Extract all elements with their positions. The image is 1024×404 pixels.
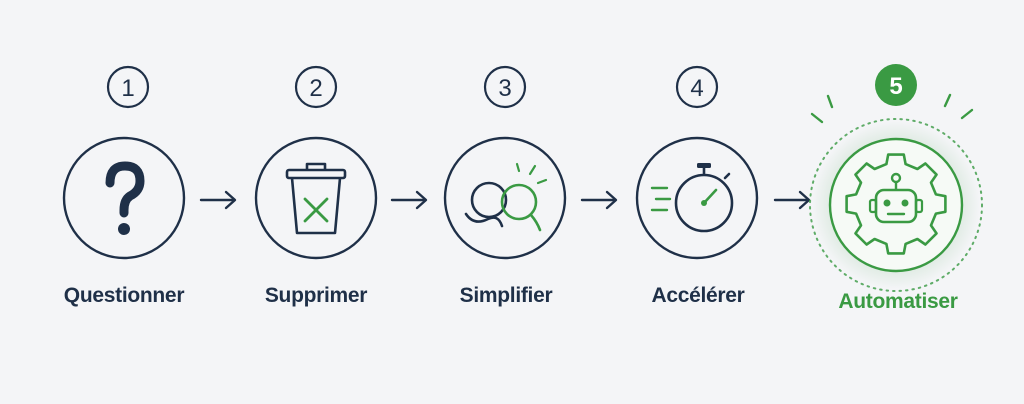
robot-gear-icon: [845, 153, 947, 255]
step-5-label: Automatiser: [838, 290, 958, 313]
arrow-right-icon: [199, 190, 237, 210]
step-3-circle: [443, 136, 567, 260]
step-5: 5: [809, 64, 983, 292]
step-4-number: 4: [690, 75, 703, 102]
step-3-number-badge: [483, 65, 527, 109]
arrow-right-icon: [773, 190, 811, 210]
stopwatch-speed-icon: [650, 163, 734, 233]
step-1-number-badge: [106, 65, 150, 109]
step-3-label: Simplifier: [459, 284, 553, 307]
step-4-circle: [635, 136, 759, 260]
step-4-label: Accélérer: [651, 284, 745, 307]
arrow-right-icon: [390, 190, 428, 210]
step-5-dotted-ring: [809, 118, 983, 292]
step-1-number: 1: [121, 75, 134, 102]
step-2-circle: [254, 136, 378, 260]
untangled-knot-icon: [464, 162, 548, 232]
step-5-number: 5: [889, 73, 902, 100]
step-1-label: Questionner: [63, 284, 185, 307]
step-2-label: Supprimer: [264, 284, 368, 307]
arrow-right-icon: [580, 190, 618, 210]
question-mark-icon: [105, 161, 145, 235]
step-3: 3: [443, 65, 567, 260]
step-2-number: 2: [309, 75, 322, 102]
step-5-number-badge: [875, 64, 917, 106]
step-4-number-badge: [675, 65, 719, 109]
step-2: 2: [254, 65, 378, 260]
step-1-circle: [62, 136, 186, 260]
trash-bin-x-icon: [285, 162, 347, 235]
sparkle-icon: [810, 93, 974, 124]
step-2-number-badge: [294, 65, 338, 109]
step-4: 4: [635, 65, 759, 260]
step-5-circle: [828, 137, 964, 273]
robot-head-icon: [868, 172, 924, 224]
gear-outline: [845, 153, 947, 255]
step-3-number: 3: [498, 75, 511, 102]
step-1: 1: [62, 65, 186, 260]
